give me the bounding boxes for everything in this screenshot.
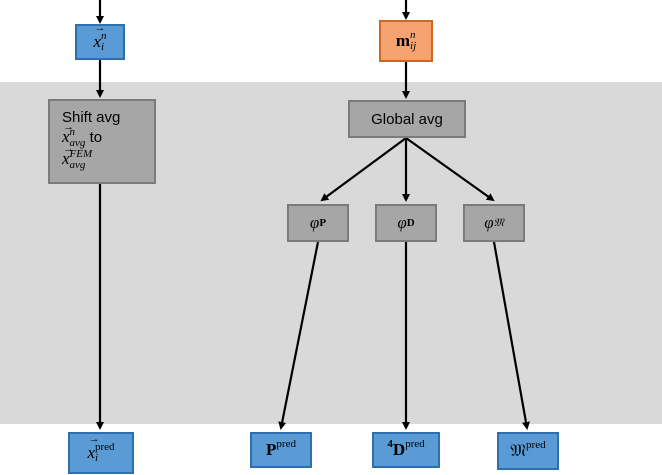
edge-phim-to-mpred — [492, 241, 530, 430]
m-sup: n — [410, 29, 416, 41]
shift-fem-sup: FEM — [69, 148, 93, 160]
phi-d-base: φ — [397, 213, 407, 232]
dpred-pre: 4 — [387, 437, 393, 450]
mpred-base: 𝔐 — [510, 441, 527, 460]
shift-x-sub: avg — [69, 137, 86, 149]
phi-p-base: φ — [309, 213, 320, 232]
phi-m-base: φ — [484, 213, 494, 232]
shift-x-avg: x — [62, 118, 73, 146]
m-sub: ij — [410, 40, 417, 52]
global-avg-label: Global avg — [371, 110, 443, 128]
x-sup: n — [101, 30, 107, 42]
input-x-node: xni — [75, 22, 125, 60]
shift-title: Shift avg — [62, 109, 121, 126]
x-sub: i — [101, 41, 105, 53]
dpred-sup: pred — [405, 437, 425, 450]
xpred-sub: i — [95, 452, 99, 464]
shift-to: to — [89, 128, 103, 146]
edge-global-to-phip — [320, 137, 407, 202]
ppred-sup: pred — [276, 437, 296, 450]
xpred-base: x — [87, 433, 98, 463]
shift-fem-sub: avg — [69, 159, 86, 171]
global-avg-node: Global avg — [348, 100, 466, 138]
xpred-sup: pred — [95, 441, 115, 453]
x-base: x — [93, 22, 104, 52]
mpred-sup: pred — [526, 438, 546, 451]
dpred-base: D — [392, 440, 406, 459]
m-base: m — [395, 31, 411, 50]
edge-phip-to-ppred — [278, 241, 320, 430]
shift-x-fem: x — [62, 140, 73, 168]
edge-global-to-phim — [405, 137, 495, 202]
ppred-base: P — [266, 440, 277, 459]
